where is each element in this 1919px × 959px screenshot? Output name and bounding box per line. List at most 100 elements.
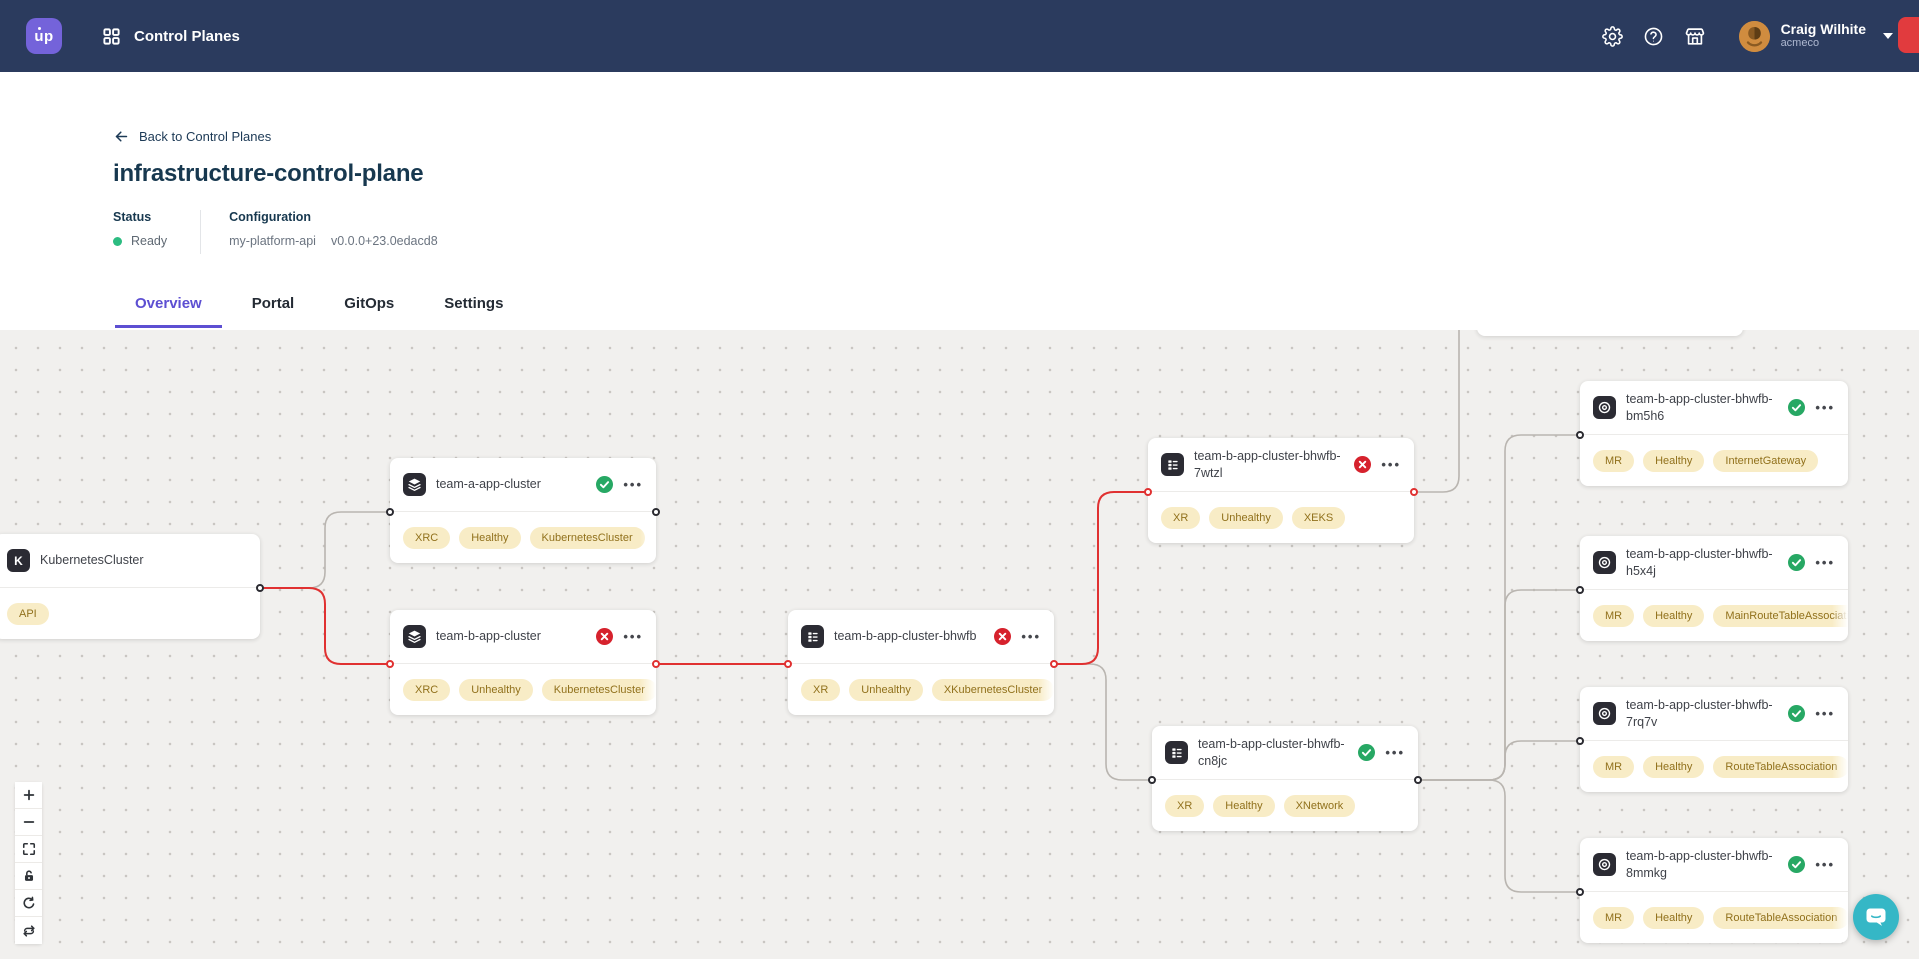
graph-edges (260, 330, 1580, 893)
tab-settings[interactable]: Settings (444, 295, 504, 312)
node-menu-button[interactable]: ••• (623, 477, 643, 492)
connection-handle[interactable] (386, 508, 394, 516)
node-menu-button[interactable]: ••• (1815, 857, 1835, 872)
edge-team-b-app-cluster-bhwfb-cn8jc-to-team-b-app-cluster-bhwfb-bm5h6 (1418, 434, 1580, 781)
node-header: team-b-app-cluster-bhwfb••• (788, 610, 1054, 664)
connection-handle[interactable] (1410, 488, 1418, 496)
upbound-logo[interactable]: up (26, 18, 62, 54)
mr-icon (1593, 396, 1616, 419)
tab-bar: Overview Portal GitOps Settings (115, 295, 523, 328)
node-header: team-b-app-cluster-bhwfb-cn8jc ••• (1152, 726, 1418, 780)
zoom-in-button[interactable] (15, 782, 42, 809)
node-header: team-b-app-cluster-bhwfb-8mmkg ••• (1580, 838, 1848, 892)
node-title: KubernetesCluster (40, 553, 144, 568)
settings-gear-icon[interactable] (1602, 25, 1624, 47)
badge: XEKS (1291, 506, 1346, 529)
cutoff-red-element[interactable] (1898, 17, 1919, 53)
reset-layout-button[interactable] (15, 917, 42, 944)
user-name: Craig Wilhite (1780, 21, 1866, 37)
tab-gitops[interactable]: GitOps (344, 295, 395, 312)
back-link[interactable]: Back to Control Planes (113, 128, 271, 145)
unhealthy-status-icon (1354, 456, 1372, 473)
badge: MR (1593, 906, 1635, 929)
fit-view-button[interactable] (15, 836, 42, 863)
caret-down-icon (1883, 33, 1893, 39)
badge: MR (1593, 604, 1635, 627)
connection-handle[interactable] (1144, 488, 1152, 496)
rotate-button[interactable] (15, 890, 42, 917)
meta-divider (200, 210, 202, 254)
connection-handle[interactable] (652, 508, 660, 516)
marketplace-icon[interactable] (1684, 25, 1706, 47)
badge: XRC (403, 526, 451, 549)
connection-handle[interactable] (652, 660, 660, 668)
badge: MR (1593, 449, 1635, 472)
apps-grid-icon[interactable] (100, 25, 122, 47)
node-title: team-b-app-cluster-bhwfb-8mmkg (1626, 849, 1773, 880)
node-title: team-b-app-cluster-bhwfb-bm5h6 (1626, 392, 1773, 423)
connection-handle[interactable] (1576, 737, 1584, 745)
user-menu[interactable]: Craig Wilhite acmeco (1738, 20, 1893, 52)
mr-icon (1593, 853, 1616, 876)
node-title: team-b-app-cluster-bhwfb-cn8jc (1198, 737, 1345, 768)
top-navbar: up Control Planes Craig Wilhite acmeco (0, 0, 1919, 72)
connection-handle[interactable] (1576, 431, 1584, 439)
connection-handle[interactable] (256, 584, 264, 592)
user-avatar (1738, 20, 1770, 52)
badge: Unhealthy (849, 678, 923, 701)
node-menu-button[interactable]: ••• (1381, 457, 1401, 472)
tab-overview[interactable]: Overview (115, 295, 222, 328)
node-menu-button[interactable]: ••• (1021, 629, 1041, 644)
node-menu-button[interactable]: ••• (623, 629, 643, 644)
zoom-out-button[interactable] (15, 809, 42, 836)
connection-handle[interactable] (1576, 586, 1584, 594)
xr-icon (801, 625, 824, 648)
node-menu-button[interactable]: ••• (1815, 400, 1835, 415)
status-value: Ready (131, 234, 168, 248)
connection-handle[interactable] (784, 660, 792, 668)
badge: KubernetesCluster (541, 678, 656, 701)
connection-handle[interactable] (1414, 776, 1422, 784)
node-menu-button[interactable]: ••• (1385, 745, 1405, 760)
healthy-status-icon (596, 476, 614, 493)
xr-icon (1161, 453, 1184, 476)
node-offscreen-partial[interactable] (1477, 330, 1743, 336)
connection-handle[interactable] (1148, 776, 1156, 784)
connection-handle[interactable] (386, 660, 394, 668)
connection-handle[interactable] (1576, 888, 1584, 896)
chat-launcher-button[interactable] (1853, 894, 1899, 940)
tab-portal[interactable]: Portal (251, 295, 295, 312)
edge-team-b-app-cluster-bhwfb-cn8jc-to-team-b-app-cluster-bhwfb-h5x4j (1418, 589, 1580, 781)
graph-toolbar (15, 782, 42, 944)
lock-button[interactable] (15, 863, 42, 890)
healthy-status-icon (1358, 744, 1376, 761)
badge: XR (801, 678, 841, 701)
node-title: team-a-app-cluster (436, 477, 541, 492)
status-block: Status Ready (113, 210, 167, 254)
connection-handle[interactable] (1050, 660, 1058, 668)
node-menu-button[interactable]: ••• (1815, 555, 1835, 570)
node-menu-button[interactable]: ••• (1815, 706, 1835, 721)
badge: InternetGateway (1713, 449, 1819, 472)
healthy-status-icon (1788, 399, 1806, 416)
edge-team-b-app-cluster-bhwfb-to-team-b-app-cluster-bhwfb-7wtzl (1054, 491, 1148, 665)
status-label: Status (113, 210, 152, 224)
node-title: team-b-app-cluster-bhwfb-7wtzl (1194, 449, 1341, 480)
help-icon[interactable] (1643, 25, 1665, 47)
badge: Unhealthy (459, 678, 533, 701)
